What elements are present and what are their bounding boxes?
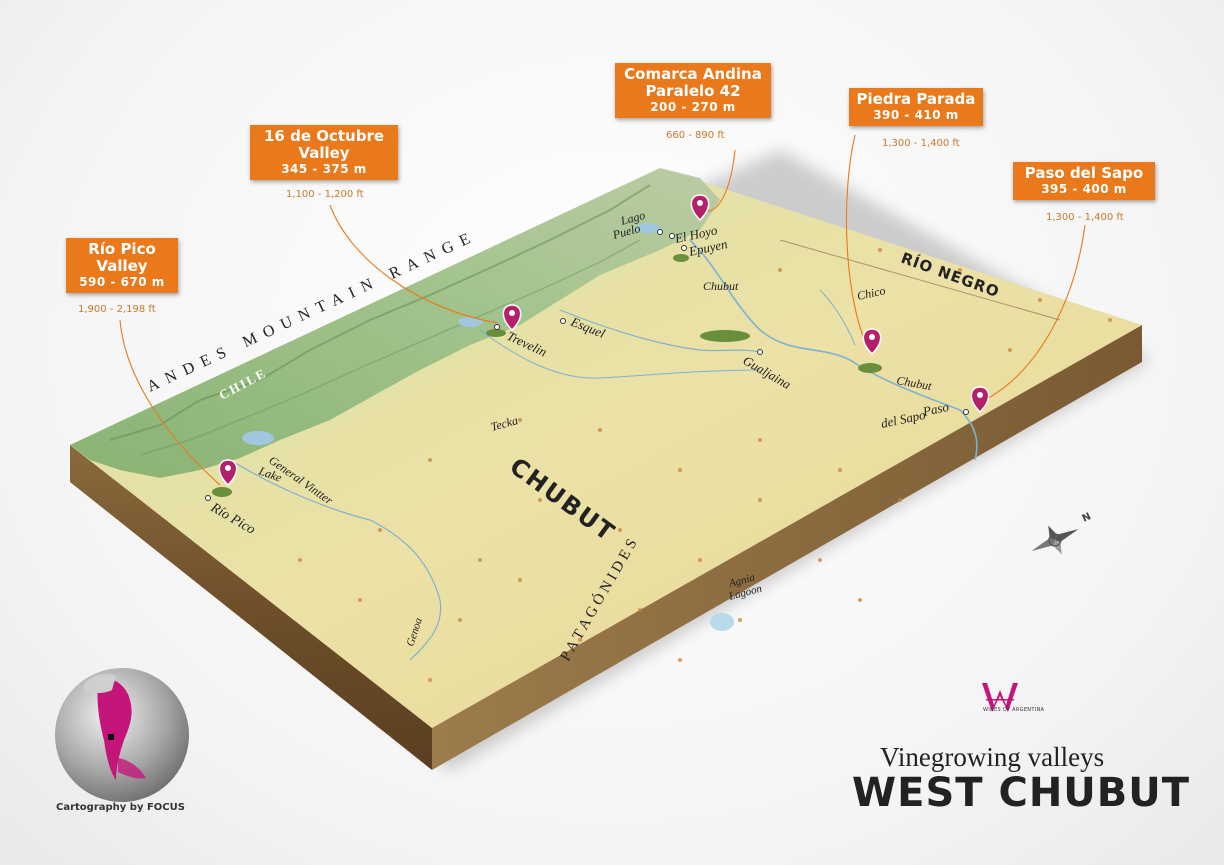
- callout-16-de-octubre-elevation: 345 - 375 m: [281, 162, 367, 176]
- andes-relief: [70, 168, 720, 478]
- wines-of-argentina-logo: [982, 683, 1018, 712]
- pin-piedra-parada[interactable]: [862, 328, 882, 356]
- town-markers: [205, 229, 969, 501]
- callout-paso-del-sapo-elevation: 395 - 400 m: [1041, 182, 1127, 196]
- pin-paso-del-sapo[interactable]: [970, 386, 990, 414]
- title-main: WEST CHUBUT: [852, 770, 1191, 816]
- title-subtitle: Vinegrowing valleys: [880, 742, 1105, 772]
- callout-paso-del-sapo-name: Paso del Sapo: [1024, 164, 1144, 182]
- argentina-shape: [97, 677, 132, 780]
- callout-paso-del-sapo-feet: 1,300 - 1,400 ft: [1046, 212, 1124, 223]
- soil-front-face: [70, 445, 432, 770]
- callout-16-de-octubre-name-2: Valley: [298, 144, 350, 162]
- province-border: [779, 239, 1061, 321]
- callout-piedra-parada-name: Piedra Parada: [856, 90, 976, 108]
- vineyard-epuyen: [673, 254, 689, 262]
- lake-futalaufquen: [458, 317, 482, 327]
- label-chubut-river-1: Chubut: [703, 279, 739, 293]
- ridge-line-2: [139, 239, 641, 456]
- compass-n-label: N: [1081, 511, 1093, 525]
- label-chico: Chico: [856, 283, 887, 303]
- callout-16-de-octubre-feet: 1,100 - 1,200 ft: [286, 189, 364, 200]
- callout-rio-pico-name-1: Río Pico: [88, 240, 156, 258]
- callout-16-de-octubre-name-1: 16 de Octubre: [263, 127, 385, 145]
- soil-side-face: [432, 325, 1142, 770]
- callout-rio-pico-name-2: Valley: [96, 257, 148, 275]
- callout-piedra-parada-feet: 1,300 - 1,400 ft: [882, 138, 960, 149]
- antarctic-sector: [118, 758, 146, 779]
- callout-comarca-andina: Comarca Andina Paralelo 42 200 - 270 m: [615, 63, 771, 118]
- ridge-line: [109, 184, 651, 441]
- callout-comarca-andina-elevation: 200 - 270 m: [650, 100, 736, 114]
- vineyard-gualjaina: [700, 330, 750, 342]
- pin-16-de-octubre[interactable]: [502, 304, 522, 332]
- lago-puelo-water: [636, 223, 660, 233]
- vine-symbols: [298, 248, 1112, 682]
- pin-comarca-andina[interactable]: [690, 194, 710, 222]
- cartography-credit: Cartography by FOCUS: [56, 802, 185, 813]
- callout-rio-pico-feet: 1,900 - 2,198 ft: [78, 304, 156, 315]
- compass-rose: [1031, 525, 1079, 555]
- logo-text: WINES OF ARGENTINA: [983, 707, 1045, 713]
- callout-16-de-octubre: 16 de Octubre Valley 345 - 375 m: [250, 125, 398, 180]
- chubut-highlight: [108, 734, 114, 740]
- callout-comarca-andina-name-1: Comarca Andina: [624, 65, 762, 83]
- callout-rio-pico: Río Pico Valley 590 - 670 m: [66, 238, 178, 293]
- callout-leaders: [119, 134, 1086, 486]
- callout-rio-pico-elevation: 590 - 670 m: [79, 275, 165, 289]
- vineyard-trevelin: [486, 329, 506, 337]
- callout-comarca-andina-name-2: Paralelo 42: [645, 82, 741, 100]
- chico-river: [819, 289, 856, 346]
- callout-piedra-parada: Piedra Parada 390 - 410 m: [849, 88, 983, 126]
- esquel-river: [559, 309, 761, 353]
- label-tecka: Tecka: [489, 413, 519, 434]
- agnia-lagoon: [710, 613, 734, 631]
- tecka-river: [479, 329, 761, 379]
- label-paso: Paso: [921, 399, 951, 419]
- label-lago: Lago: [618, 208, 646, 228]
- terrain-top: [70, 168, 1142, 728]
- callout-comarca-andina-feet: 660 - 890 ft: [666, 130, 725, 141]
- vineyard-rio-pico: [212, 487, 232, 497]
- callout-paso-del-sapo: Paso del Sapo 395 - 400 m: [1013, 162, 1155, 200]
- genoa-river: [229, 459, 442, 661]
- vineyard-piedra-parada: [858, 363, 882, 373]
- pin-rio-pico[interactable]: [218, 459, 238, 487]
- chubut-river: [689, 239, 978, 461]
- lake-general-vintter: [242, 431, 274, 445]
- locator-globe: [55, 668, 189, 802]
- label-chubut-river-2: Chubut: [895, 373, 933, 393]
- callout-piedra-parada-elevation: 390 - 410 m: [873, 108, 959, 122]
